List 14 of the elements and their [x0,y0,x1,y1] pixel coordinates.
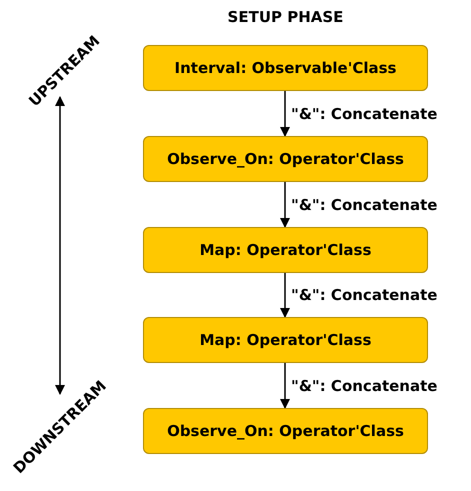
process-box: Observe_On: Operator'Class [143,136,428,182]
arrow [280,182,290,228]
edge-label: "&": Concatenate [291,196,438,213]
process-box: Map: Operator'Class [143,227,428,273]
title: SETUP PHASE [226,8,344,26]
process-box: Map: Operator'Class [143,317,428,363]
process-box: Interval: Observable'Class [143,45,428,91]
edge-label: "&": Concatenate [291,377,438,394]
arrow [280,363,290,409]
arrow [280,91,290,137]
edge-label: "&": Concatenate [291,286,438,304]
edge-label: "&": Concatenate [291,105,438,122]
process-box: Observe_On: Operator'Class [143,408,428,454]
arrow [280,273,290,318]
